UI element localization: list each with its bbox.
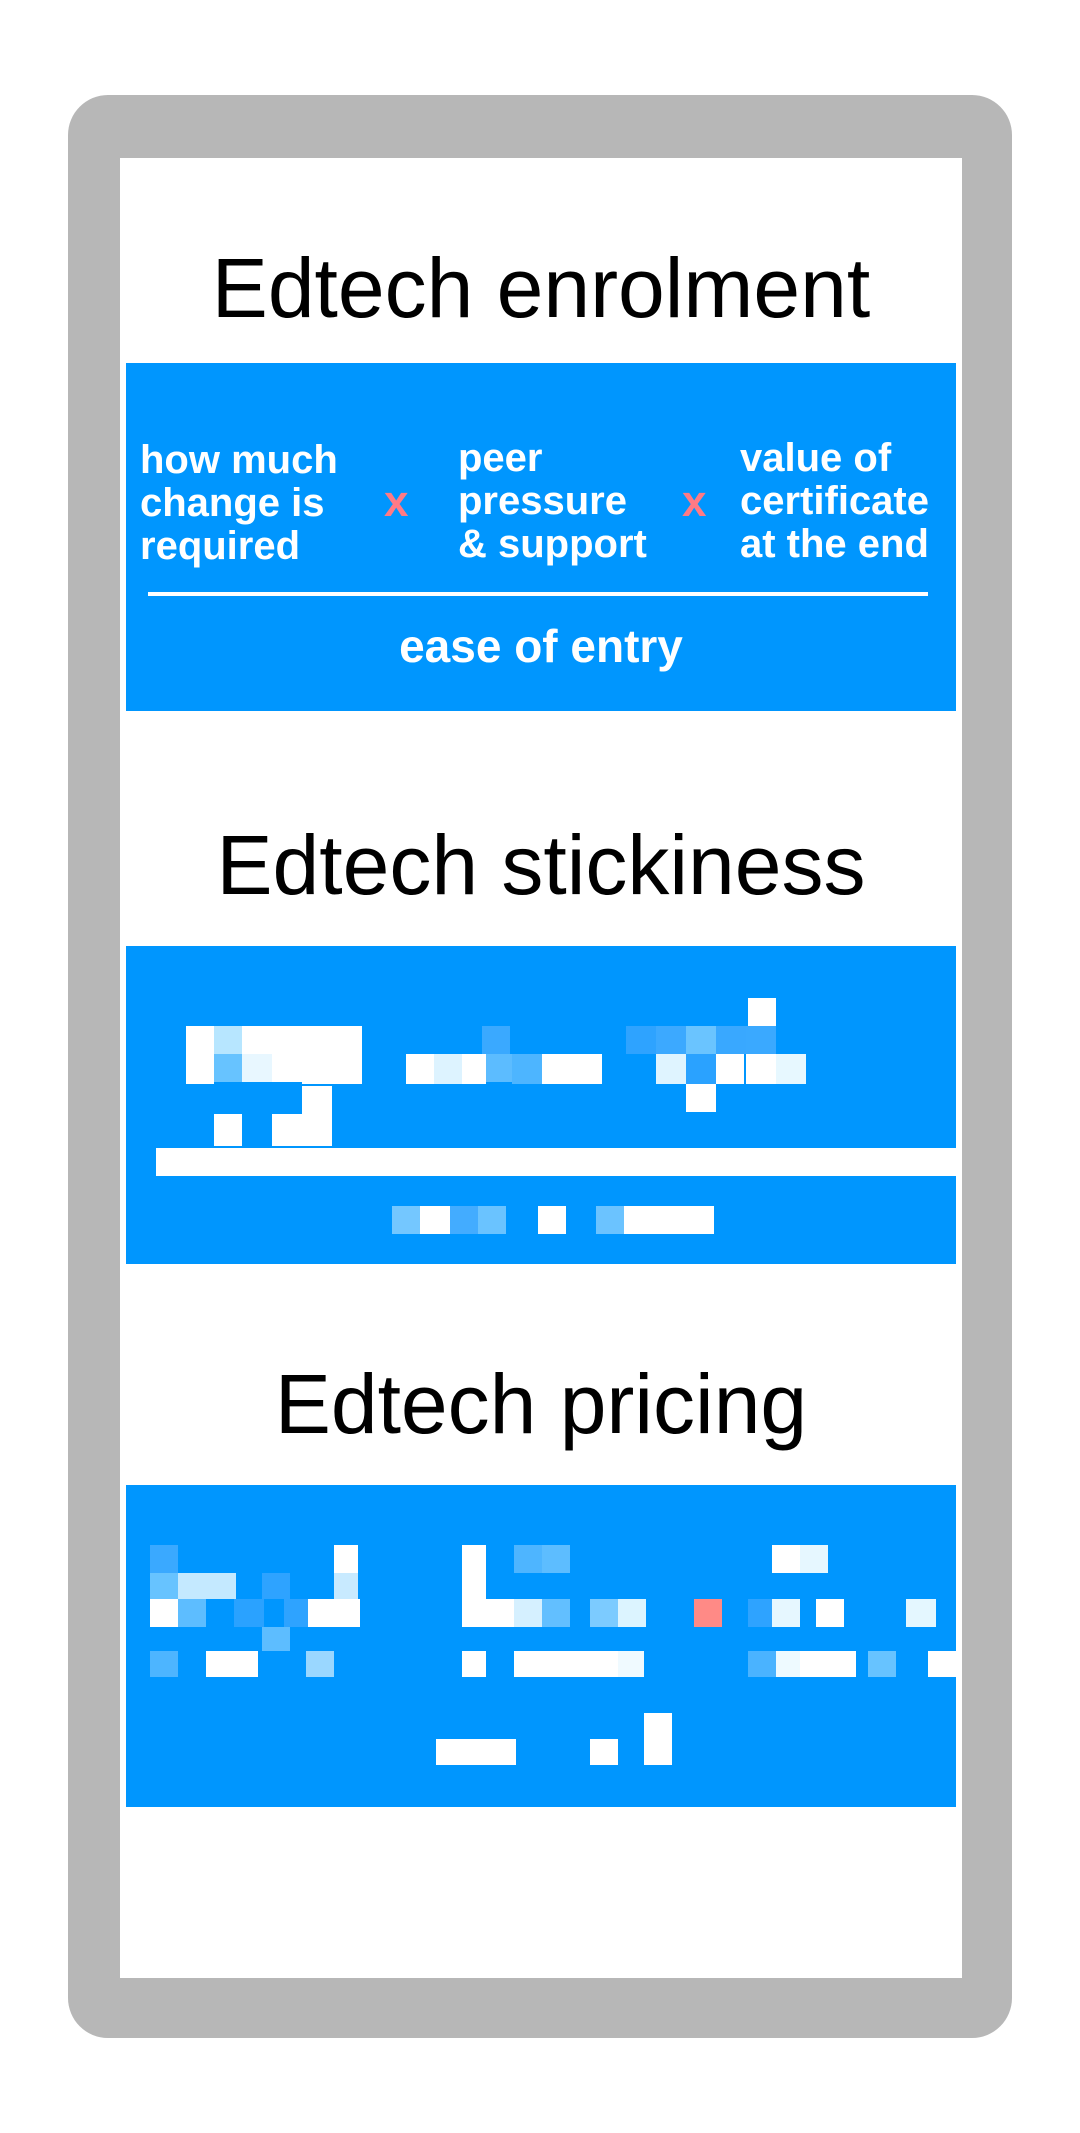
pixel-block [242,1054,272,1082]
pixel-block [626,1026,656,1054]
pixel-block [590,1599,618,1627]
pixel-block [272,1114,332,1146]
multiply-operator-2: x [682,477,707,526]
pixel-block [772,1599,800,1627]
pixel-block [272,1054,302,1082]
pixel-block [262,1573,290,1599]
pixel-block [542,1054,602,1084]
pixel-block [206,1651,258,1677]
pixel-block [776,1651,800,1677]
pixel-block [542,1545,570,1573]
factor-peer-pressure: peer pressure & support [458,436,647,566]
pixel-block [776,1054,806,1084]
pixel-block [686,1084,716,1112]
pixel-block [716,1054,744,1084]
pixel-block [308,1599,360,1627]
pixel-block [746,1054,776,1084]
pixel-block [482,1026,510,1054]
pixel-block [436,1739,516,1765]
pixel-block [186,1026,214,1084]
device-frame: Edtech enrolment how much change is requ… [68,95,1012,2038]
pixel-block [392,1206,420,1234]
pixel-block [906,1599,936,1627]
pixel-block [242,1026,302,1054]
pixel-block [868,1651,896,1677]
pixel-block [150,1599,178,1627]
denominator-ease-of-entry: ease of entry [399,620,683,672]
pixel-block [686,1054,716,1084]
pixel-block [302,1086,332,1114]
pixel-block [538,1206,566,1234]
pixel-block [596,1206,624,1234]
pixel-block [178,1599,206,1627]
pixel-block [462,1599,514,1627]
pixel-block [590,1739,618,1765]
pixel-block [334,1573,358,1599]
pixel-block [772,1545,800,1573]
pixel-block [746,1026,776,1054]
pixel-block [462,1573,486,1599]
factor-certificate-value: value of certificate at the end [740,436,929,566]
multiply-operator-1: x [384,477,409,526]
pixelated-formula [150,1545,956,1765]
pixel-block [542,1599,570,1627]
pixel-block [214,1054,242,1082]
pixel-block [624,1206,714,1234]
pixel-block [206,1573,236,1599]
pixel-block [618,1599,646,1627]
pixel-fraction-bar [156,1148,956,1176]
pixel-block [512,1054,542,1084]
pixel-block [644,1713,672,1765]
device-screen: Edtech enrolment how much change is requ… [120,158,962,1978]
pixel-block [450,1206,478,1234]
factor-change-required: how much change is required [140,438,338,568]
pixel-block [478,1206,506,1234]
pixel-operator [694,1599,722,1627]
stickiness-title: Edtech stickiness [216,818,866,912]
pixel-block [800,1545,828,1573]
pixel-block [420,1206,450,1234]
pixel-block [406,1054,434,1084]
pixel-block [748,998,776,1026]
pixel-block [928,1651,956,1677]
pixel-block [716,1026,746,1054]
pixel-block [514,1545,542,1573]
enrolment-formula-panel: how much change is required x peer press… [126,363,956,711]
pixel-block [214,1114,242,1146]
pixel-block [302,1026,332,1084]
pixel-block [482,1054,512,1082]
pixel-block [686,1026,716,1054]
pixel-block [618,1651,644,1677]
pixel-block [284,1599,308,1627]
pixel-block [748,1651,776,1677]
fraction-bar [148,592,928,596]
pixel-block [178,1573,206,1599]
stickiness-formula-panel [126,946,956,1264]
pixel-block [332,1026,362,1084]
pixel-block [462,1545,486,1573]
enrolment-title: Edtech enrolment [211,241,871,335]
pixel-block [150,1545,178,1573]
pixel-block [434,1054,462,1084]
pixel-block [800,1651,856,1677]
pixel-block [150,1651,178,1677]
pixelated-formula [156,998,956,1234]
pixel-block [462,1054,486,1084]
pixel-block [234,1599,264,1627]
pixel-block [306,1651,334,1677]
pixel-block [214,1026,242,1054]
pixel-block [462,1651,486,1677]
pixel-block [334,1545,358,1573]
pricing-title: Edtech pricing [274,1357,808,1451]
pixel-block [656,1054,686,1084]
pixel-block [816,1599,844,1627]
pricing-formula-panel [126,1485,956,1807]
pixel-block [150,1573,178,1599]
pixel-block [656,1026,686,1054]
pixel-block [514,1599,542,1627]
pixel-block [262,1627,290,1651]
pixel-block [748,1599,772,1627]
